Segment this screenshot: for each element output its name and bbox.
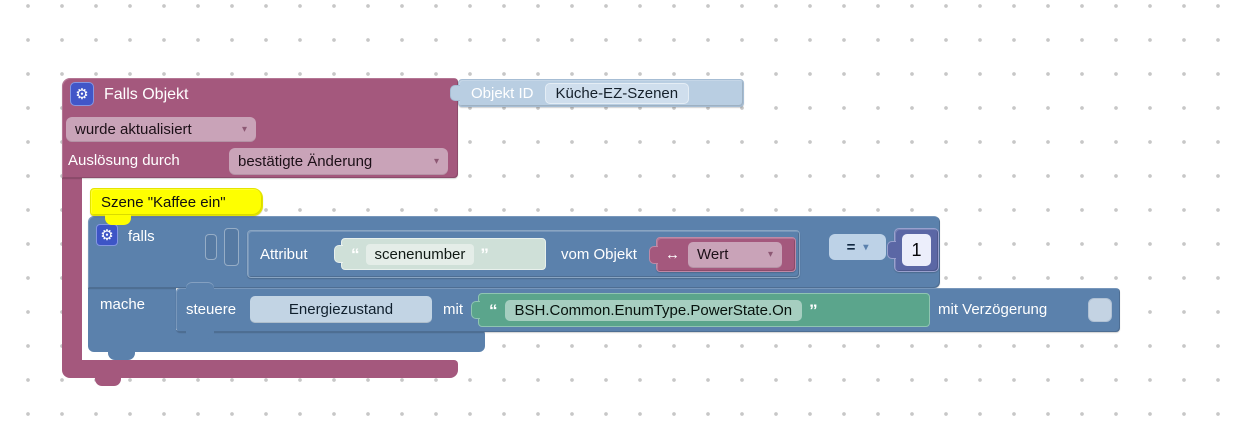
puzzle-tab	[471, 301, 480, 319]
trigger-block-bottom-bar	[62, 360, 458, 378]
mutator-gear-icon[interactable]: ⚙	[70, 82, 94, 106]
comment-next-connector	[105, 215, 131, 225]
condition-socket	[205, 234, 217, 260]
puzzle-tab	[887, 241, 896, 259]
operator-label: =	[846, 238, 856, 256]
previous-connector	[186, 282, 214, 289]
operator-dropdown[interactable]: = ▾	[829, 234, 886, 260]
value-string-block[interactable]: “ BSH.Common.EnumType.PowerState.On ”	[471, 293, 930, 327]
trigger-block-title: Falls Objekt	[104, 86, 189, 103]
control-label: steuere	[186, 301, 237, 318]
if-label: falls	[128, 228, 155, 245]
delay-label: mit Verzögerung	[938, 301, 1048, 318]
puzzle-tab	[649, 245, 658, 264]
attribute-string-block[interactable]: “ scenenumber ”	[334, 238, 546, 270]
gear-icon: ⚙	[100, 227, 114, 244]
trigger-by-label: Auslösung durch	[68, 152, 180, 169]
if-block-left-column	[88, 286, 176, 332]
quote-close-icon: ”	[809, 300, 818, 320]
attribute-of-object-block[interactable]: Attribut “ scenenumber ” vom Objekt ↔ We…	[247, 230, 800, 278]
attribute-value-field[interactable]: scenenumber	[365, 243, 475, 265]
comment-block[interactable]: Szene "Kaffee ein"	[90, 188, 263, 225]
of-object-label: vom Objekt	[561, 246, 637, 263]
puzzle-tab	[450, 85, 460, 101]
quote-close-icon: ”	[480, 244, 489, 264]
quote-open-icon: “	[351, 244, 360, 264]
trigger-block-falls-objekt[interactable]: ⚙ Falls Objekt wurde aktualisiert ▾ Ausl…	[62, 78, 458, 178]
update-type-dropdown[interactable]: wurde aktualisiert ▾	[66, 117, 256, 142]
object-id-block[interactable]: Objekt ID Küche-EZ-Szenen	[450, 79, 744, 107]
do-label: mache	[100, 296, 146, 313]
quote-open-icon: “	[489, 300, 498, 320]
control-target-field[interactable]: Energiezustand	[250, 296, 432, 323]
control-state-block[interactable]: steuere Energiezustand mit “ BSH.Common.…	[176, 282, 1120, 339]
update-type-dropdown-label: wurde aktualisiert	[75, 121, 192, 138]
gear-icon: ⚙	[75, 86, 89, 103]
mutator-gear-icon[interactable]: ⚙	[96, 224, 118, 246]
dropdown-arrow-icon: ▾	[863, 241, 869, 253]
number-value-field[interactable]: 1	[902, 234, 931, 266]
number-block[interactable]: 1	[887, 228, 939, 272]
trigger-by-dropdown-label: bestätigte Änderung	[238, 153, 373, 170]
trigger-by-dropdown[interactable]: bestätigte Änderung ▾	[229, 148, 448, 175]
trigger-block-next-connector	[95, 377, 121, 386]
if-block[interactable]: ⚙ falls Attribut “ scenenumber ” vom Obj…	[88, 216, 940, 288]
value-type-block[interactable]: ↔ Wert ▾	[649, 237, 796, 272]
value-type-dropdown-label: Wert	[697, 246, 729, 263]
if-block-bottom-bar	[88, 330, 485, 352]
dropdown-arrow-icon: ▾	[767, 249, 773, 260]
dropdown-arrow-icon: ▾	[241, 124, 247, 135]
with-label: mit	[443, 301, 463, 318]
puzzle-tab	[334, 245, 343, 263]
dropdown-arrow-icon: ▾	[433, 156, 439, 167]
object-id-value-field[interactable]: Küche-EZ-Szenen	[544, 82, 690, 104]
swap-arrow-icon: ↔	[665, 245, 680, 263]
value-type-dropdown[interactable]: Wert ▾	[688, 241, 782, 268]
object-id-label: Objekt ID	[471, 84, 534, 102]
string-value-field[interactable]: BSH.Common.EnumType.PowerState.On	[504, 299, 803, 321]
comment-text: Szene "Kaffee ein"	[101, 193, 226, 211]
delay-checkbox[interactable]	[1088, 298, 1112, 322]
if-block-next-connector	[108, 351, 135, 360]
next-connector	[186, 331, 214, 339]
attribute-label: Attribut	[260, 246, 308, 263]
condition-socket	[224, 228, 239, 266]
trigger-block-spine	[62, 176, 82, 362]
